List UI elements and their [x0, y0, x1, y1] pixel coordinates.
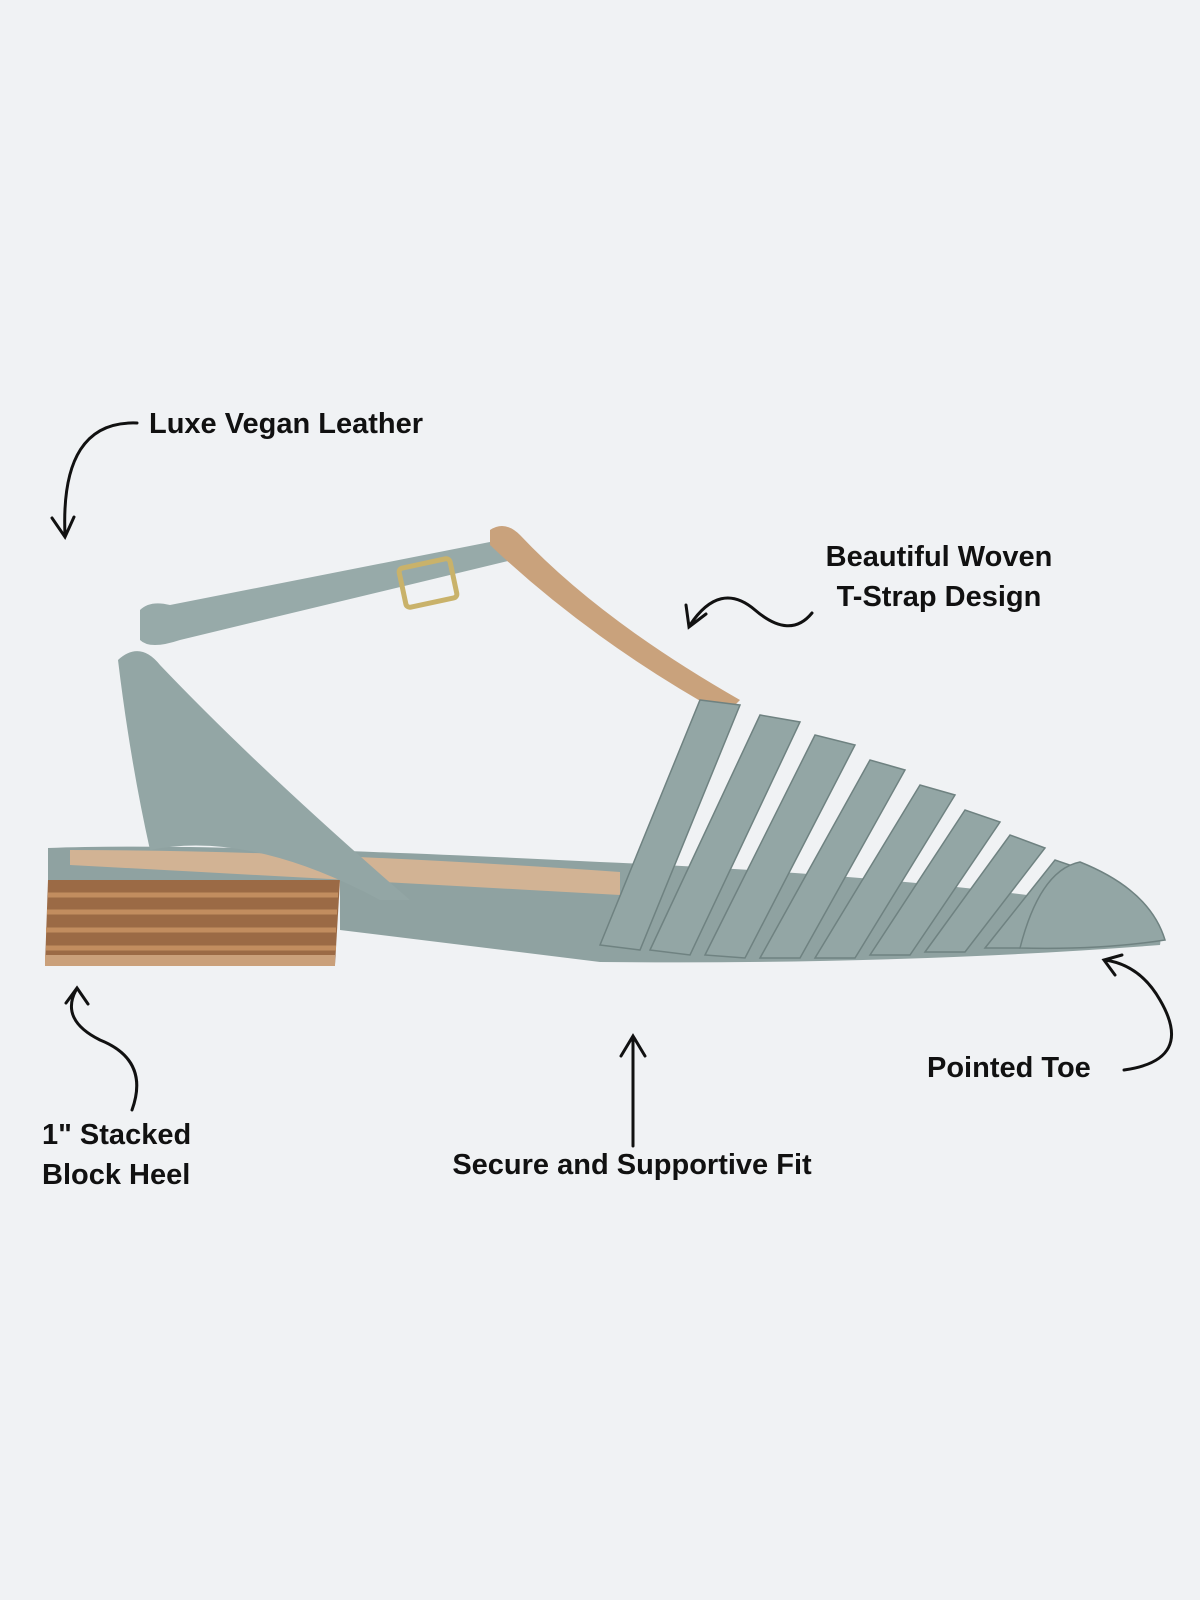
- t-strap: [490, 526, 740, 715]
- callout-woven-t-strap: Beautiful Woven T-Strap Design: [789, 537, 1089, 617]
- leather-arrow: [50, 421, 139, 541]
- heel-arrow: [64, 985, 139, 1112]
- callout-heel-line2: Block Heel: [42, 1159, 191, 1191]
- stacked-heel: [45, 880, 340, 966]
- callout-heel-line1: 1" Stacked: [42, 1119, 192, 1151]
- callout-stacked-heel: 1" Stacked Block Heel: [42, 1115, 191, 1195]
- heel-strap: [118, 651, 410, 900]
- callout-tstrap-line1: Beautiful Woven: [825, 541, 1053, 573]
- toe-arrow: [1101, 953, 1173, 1072]
- tstrap-arrow: [684, 596, 814, 630]
- callout-pointed-toe: Pointed Toe: [927, 1052, 1091, 1084]
- callout-tstrap-line2: T-Strap Design: [836, 581, 1042, 613]
- callout-secure-fit: Secure and Supportive Fit: [452, 1149, 812, 1181]
- woven-vamp: [598, 699, 1166, 959]
- fit-arrow: [619, 1033, 647, 1148]
- callout-luxe-vegan-leather: Luxe Vegan Leather: [149, 408, 423, 440]
- buckle: [396, 556, 460, 610]
